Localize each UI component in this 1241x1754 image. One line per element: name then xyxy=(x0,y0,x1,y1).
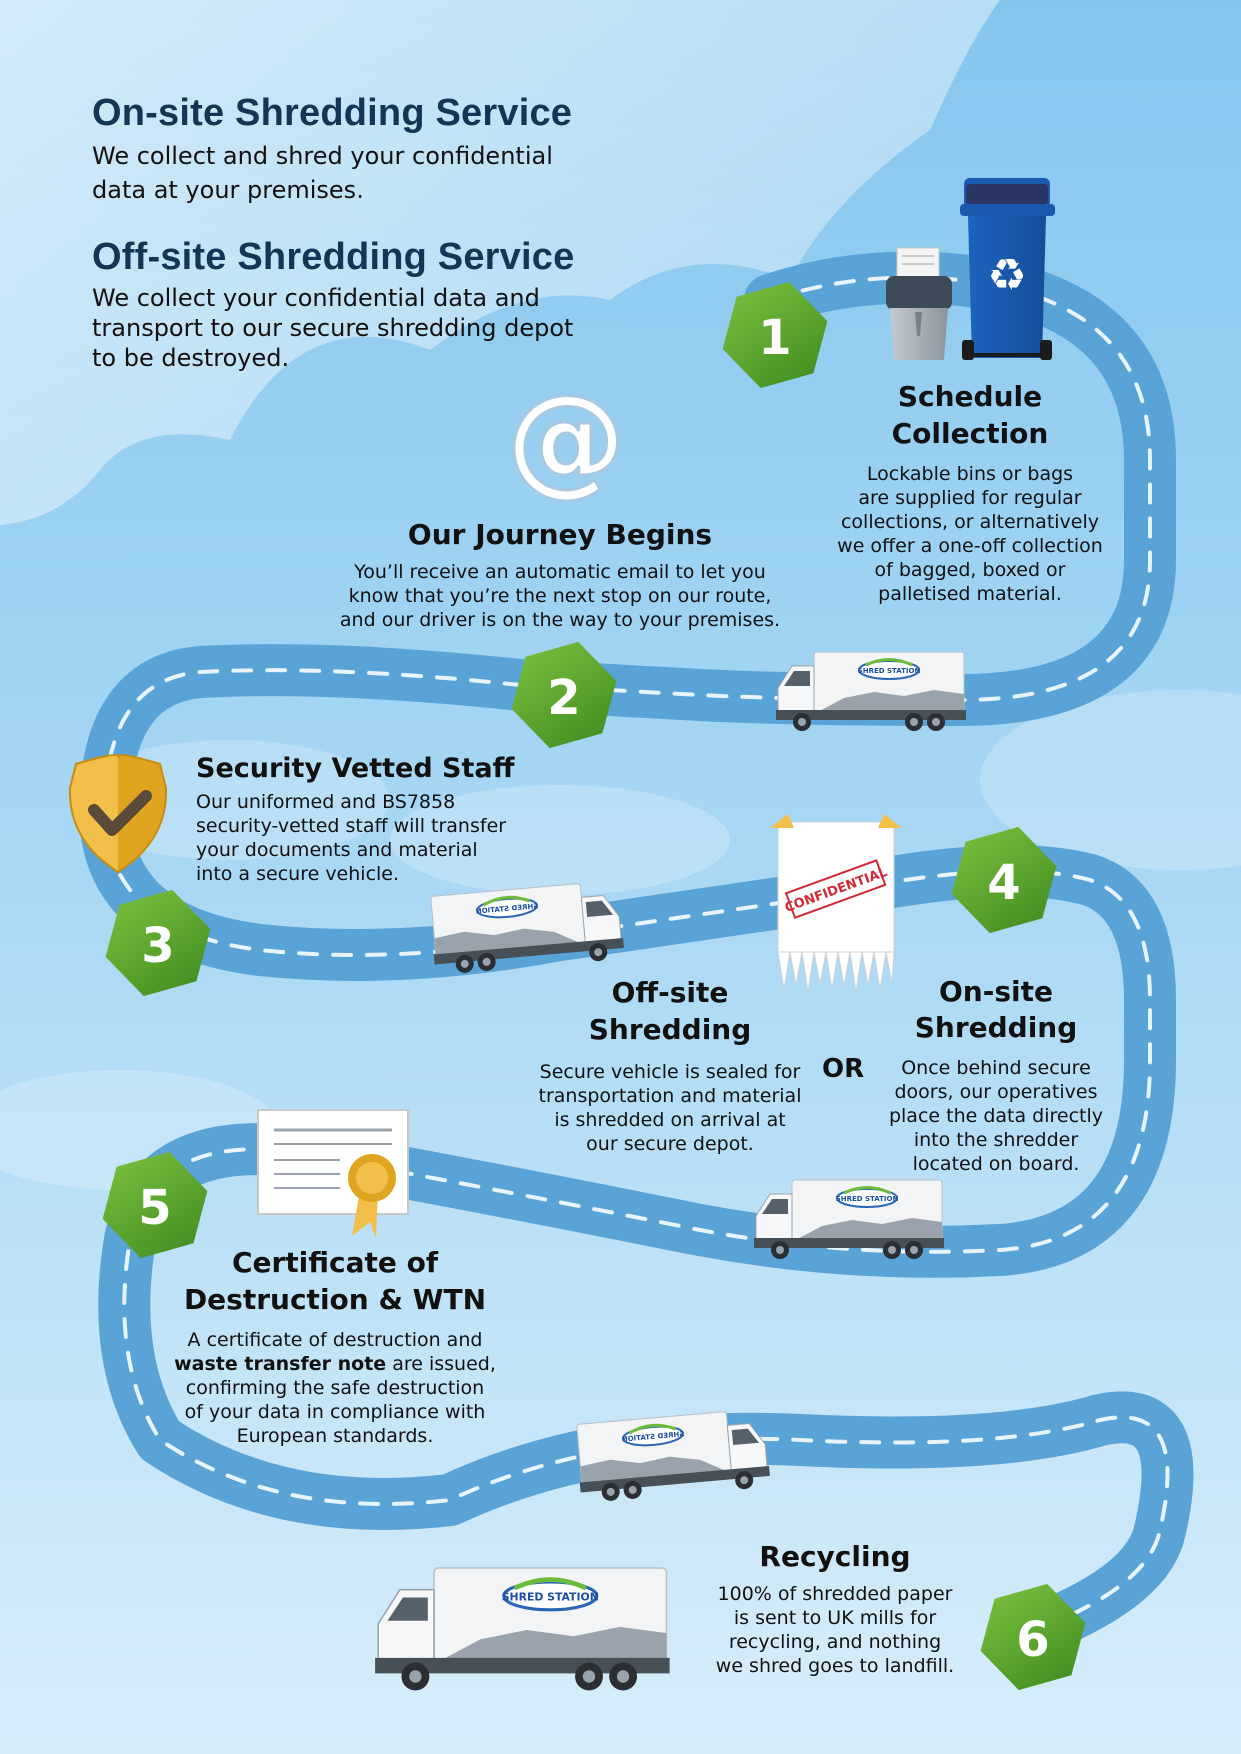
step-4-onsite-body-line: place the data directly xyxy=(888,1105,1104,1127)
step-1-body-line: are supplied for regular xyxy=(858,487,1082,509)
email-at-icon: @ xyxy=(505,369,628,511)
step-2-hexagon: 2 xyxy=(511,641,617,749)
step-4-hexagon: 4 xyxy=(951,826,1057,934)
step-2-body-line: know that you’re the next stop on our ro… xyxy=(348,585,772,607)
step-4-offsite-body-line: is shredded on arrival at xyxy=(554,1109,786,1131)
offsite-service-desc-line1: We collect your confidential data and xyxy=(92,284,540,312)
svg-text:3: 3 xyxy=(141,918,174,974)
certificate-icon xyxy=(257,1109,409,1238)
svg-text:♻: ♻ xyxy=(987,250,1026,301)
step-1-text: Schedule Collection Lockable bins or bag… xyxy=(820,378,1120,606)
svg-text:4: 4 xyxy=(987,855,1020,911)
step-3-text: Security Vetted Staff Our uniformed and … xyxy=(196,750,516,886)
step-4-onsite-body-line: located on board. xyxy=(912,1153,1080,1175)
step-5-body-line: A certificate of destruction and xyxy=(187,1329,483,1351)
step-4-offsite-title-line1: Off-site xyxy=(611,976,729,1009)
step-3-body-line: Our uniformed and BS7858 xyxy=(196,791,456,813)
cloud-shapes xyxy=(0,0,1000,525)
step-2-text: Our Journey Begins You’ll receive an aut… xyxy=(330,516,790,632)
svg-text:6: 6 xyxy=(1016,1612,1049,1668)
step-5-hexagon: 5 xyxy=(102,1151,208,1259)
step-4-offsite-body-line: our secure depot. xyxy=(586,1133,754,1155)
offsite-service-desc-line3: to be destroyed. xyxy=(92,344,290,372)
step-6-hexagon: 6 xyxy=(980,1583,1086,1691)
step-4-onsite-title-line2: Shredding xyxy=(914,1011,1078,1044)
step-4-onsite-body-line: Once behind secure xyxy=(901,1057,1091,1079)
offsite-service-desc-line2: transport to our secure shredding depot xyxy=(92,314,574,342)
step-4-onsite-title-line1: On-site xyxy=(939,975,1053,1008)
step-1-body-line: Lockable bins or bags xyxy=(866,463,1074,485)
step-1-body-line: collections, or alternatively xyxy=(840,511,1100,533)
step-6-title: Recycling xyxy=(759,1540,911,1573)
shredder-icon xyxy=(886,247,952,360)
step-1-body-line: we offer a one-off collection xyxy=(837,535,1103,557)
offsite-service-title: Off-site Shredding Service xyxy=(92,236,575,278)
onsite-service-desc-line1: We collect and shred your confidential xyxy=(92,142,553,170)
step-1-title-line1: Schedule xyxy=(897,380,1043,413)
header-onsite: On-site Shredding Service We collect and… xyxy=(92,92,572,207)
step-5-title-line2: Destruction & WTN xyxy=(183,1283,487,1316)
step-1-hexagon: 1 xyxy=(722,281,828,389)
step-4-onsite-body-line: into the shredder xyxy=(913,1129,1079,1151)
step-1-body-line: of bagged, boxed or xyxy=(874,559,1066,581)
step-4-offsite-body-line: Secure vehicle is sealed for xyxy=(539,1061,801,1083)
svg-text:5: 5 xyxy=(138,1180,171,1236)
step-6-body-line: 100% of shredded paper xyxy=(717,1583,953,1605)
or-label: OR xyxy=(822,1054,865,1084)
onsite-service-title: On-site Shredding Service xyxy=(92,92,573,134)
step-3-body-line: your documents and material xyxy=(196,839,478,861)
step-3-hexagon: 3 xyxy=(105,889,211,997)
step-6-text: Recycling 100% of shredded paper is sent… xyxy=(690,1538,980,1678)
svg-text:@: @ xyxy=(506,370,626,509)
svg-text:2: 2 xyxy=(547,670,580,726)
step-1-body-line: palletised material. xyxy=(878,583,1062,605)
step-6-body-line: is sent to UK mills for xyxy=(733,1607,937,1629)
step-4-offsite-body-line: transportation and material xyxy=(538,1085,802,1107)
onsite-service-desc-line2: data at your premises. xyxy=(92,176,364,204)
step-6-body-line: we shred goes to landfill. xyxy=(715,1655,955,1677)
step-1-title-line2: Collection xyxy=(891,417,1049,450)
svg-text:1: 1 xyxy=(758,310,791,366)
confidential-document-icon: CONFIDENTIAL xyxy=(770,814,902,993)
step-4-offsite-title-line2: Shredding xyxy=(588,1013,752,1046)
step-4-offsite-text: Off-site Shredding Secure vehicle is sea… xyxy=(530,974,810,1156)
step-3-body-line: into a secure vehicle. xyxy=(196,863,400,885)
step-5-body-line: of your data in compliance with xyxy=(184,1401,486,1423)
step-5-body-line: European standards. xyxy=(236,1425,434,1447)
step-4-onsite-body-line: doors, our operatives xyxy=(894,1081,1098,1103)
step-5-body-rest: are issued, xyxy=(386,1353,496,1375)
step-2-body-line: You’ll receive an automatic email to let… xyxy=(354,561,766,583)
step-5-body-line: waste transfer note are issued, xyxy=(170,1352,500,1376)
step-2-title: Our Journey Begins xyxy=(407,518,713,551)
step-5-body-bold: waste transfer note xyxy=(174,1353,387,1375)
step-6-body-line: recycling, and nothing xyxy=(728,1631,942,1653)
step-3-body-line: security-vetted staff will transfer xyxy=(196,815,507,837)
step-2-body-line: and our driver is on the way to your pre… xyxy=(339,609,781,631)
step-5-body-line: confirming the safe destruction xyxy=(185,1377,485,1399)
step-4-onsite-text: On-site Shredding Once behind secure doo… xyxy=(866,974,1126,1176)
recycling-bin-icon: ♻ xyxy=(960,178,1055,360)
step-5-text: Certificate of Destruction & WTN A certi… xyxy=(170,1244,500,1448)
security-shield-icon xyxy=(68,754,168,874)
step-3-title: Security Vetted Staff xyxy=(196,753,515,784)
or-divider: OR xyxy=(822,1054,864,1084)
step-5-title-line1: Certificate of xyxy=(231,1246,439,1279)
header-offsite: Off-site Shredding Service We collect yo… xyxy=(92,236,574,373)
